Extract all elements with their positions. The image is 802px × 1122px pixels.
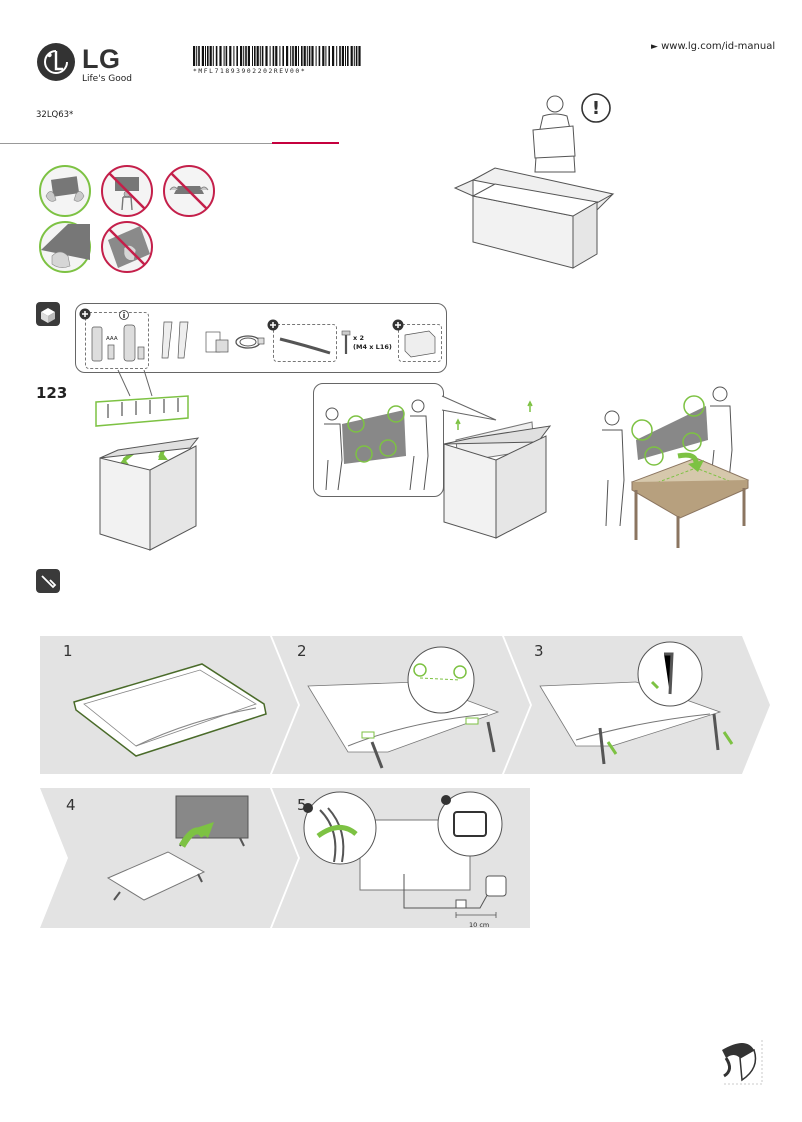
place-on-table-illustration [596, 380, 756, 550]
bracket-group [398, 324, 442, 362]
step-5-number: 5 [297, 796, 307, 814]
screw-spec: (M4 x L16) [353, 343, 392, 351]
header-rule-red [272, 142, 339, 144]
power-cable-icon [234, 332, 266, 352]
arrow-right-icon: ► [651, 42, 658, 52]
manual-url[interactable]: ► www.lg.com/id-manual [651, 41, 775, 52]
model-number: 32LQ63* [36, 110, 74, 120]
stand-legs-icon [160, 320, 196, 360]
cable-holder-group [273, 324, 337, 362]
step-2-number: 2 [297, 642, 307, 660]
remote-group: AAA [85, 312, 149, 369]
manual-booklet-icon [204, 330, 230, 356]
handling-correct-icon [38, 164, 92, 218]
handling-wrong-carry-icon [100, 164, 154, 218]
cable-distance-label: 10 cm [469, 921, 490, 929]
url-text[interactable]: www.lg.com/id-manual [661, 41, 776, 52]
step-1-number: 1 [63, 642, 73, 660]
step-1-illustration [70, 660, 270, 760]
step-5-illustration [300, 790, 520, 925]
tv-box-lift [442, 400, 552, 542]
step-3-number: 3 [534, 642, 544, 660]
handling-correct-edge-icon [38, 220, 92, 274]
callout-connector [90, 369, 250, 410]
optional-icon [267, 319, 279, 331]
accessory-panel: AAA [75, 303, 447, 373]
brand-slogan: Life's Good [82, 74, 132, 84]
two-person-callout [313, 383, 444, 497]
step-4-number: 4 [66, 796, 76, 814]
step-3-illustration [539, 641, 740, 772]
callout-pointer [440, 392, 500, 432]
caution-icon: ! [580, 92, 612, 124]
info-icon [119, 310, 129, 320]
turn-page-icon [720, 1036, 766, 1086]
screw-count: x 2 [353, 334, 364, 342]
screw-icon [341, 330, 351, 356]
package-contents-icon [36, 302, 60, 326]
barcode-text: *MFL71893902202REV00* [193, 68, 307, 75]
step-4-illustration [104, 792, 264, 922]
box-caution-illustration [453, 92, 625, 272]
svg-text:!: ! [592, 98, 600, 119]
tools-icon [36, 569, 60, 593]
tv-box-open [98, 430, 202, 554]
handling-wrong-press-icon [100, 220, 154, 274]
brand-name: LG [82, 44, 121, 74]
unpack-step-label: 123 [36, 384, 68, 402]
lg-logo [36, 42, 76, 82]
barcode [193, 46, 363, 66]
optional-icon [79, 308, 91, 320]
optional-icon [392, 319, 404, 331]
step-2-illustration [307, 646, 508, 772]
handling-wrong-flat-icon [162, 164, 216, 218]
accessory-tray [92, 394, 192, 434]
battery-label: AAA [106, 336, 118, 342]
header-rule-gray [0, 143, 272, 144]
